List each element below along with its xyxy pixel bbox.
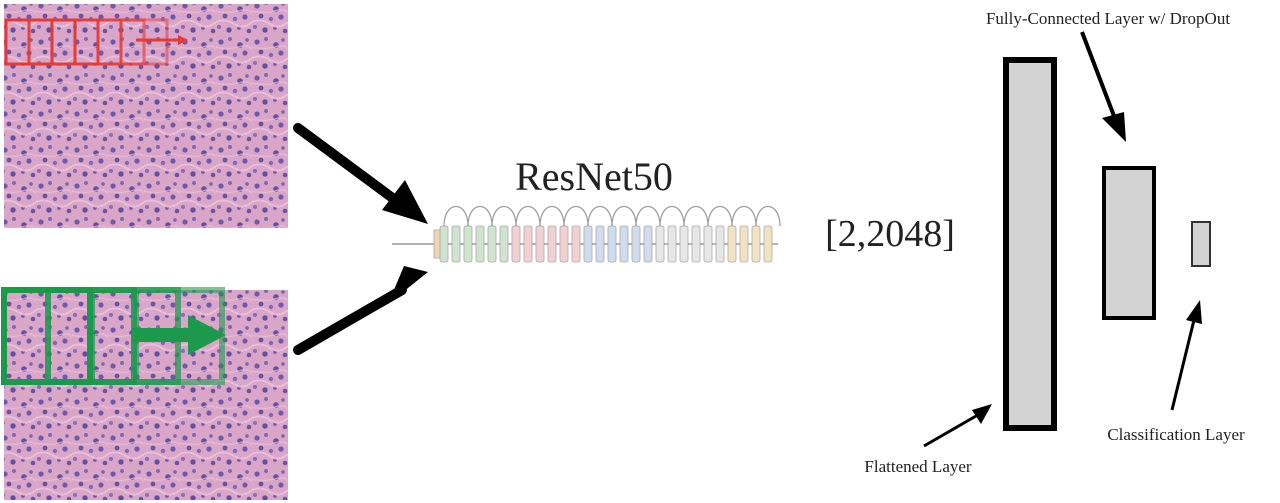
resnet-block xyxy=(715,225,725,263)
resnet-block xyxy=(727,225,737,263)
skip-connection-arc xyxy=(443,206,469,227)
skip-connection-arc xyxy=(611,206,637,227)
tissue-tile-bottom xyxy=(4,290,288,500)
resnet-block xyxy=(511,225,521,263)
green-direction-arrow xyxy=(132,315,226,355)
sliding-window-frame xyxy=(119,18,169,66)
fc-pointer-arrow xyxy=(1080,31,1126,142)
resnet-block xyxy=(655,225,665,263)
classification-pointer-arrow xyxy=(1170,300,1202,411)
resnet-block xyxy=(547,225,557,263)
resnet-block xyxy=(439,225,449,263)
skip-connection-arc xyxy=(563,206,589,227)
resnet-block xyxy=(559,225,569,263)
resnet-block xyxy=(571,225,581,263)
resnet-block xyxy=(679,225,689,263)
resnet-block xyxy=(631,225,641,263)
skip-connection-arc xyxy=(683,206,709,227)
skip-connection-arc xyxy=(491,206,517,227)
flattened-layer xyxy=(1003,57,1057,431)
fc-dropout-label: Fully-Connected Layer w/ DropOut xyxy=(986,9,1230,28)
resnet-block xyxy=(607,225,617,263)
tissue-tile-top xyxy=(4,4,288,228)
model-name-label: ResNet50 xyxy=(515,154,673,199)
feature-shape-label: [2,2048] xyxy=(825,213,955,255)
resnet-block xyxy=(763,225,773,263)
input-arrow-bottom xyxy=(293,266,428,355)
skip-connection-arc xyxy=(707,206,733,227)
skip-connection-arc xyxy=(467,206,493,227)
fully-connected-layer xyxy=(1102,166,1156,320)
skip-connection-arc xyxy=(587,206,613,227)
red-sliding-window-icon xyxy=(4,18,169,66)
skip-connection-arc xyxy=(635,206,661,227)
resnet-block xyxy=(667,225,677,263)
input-arrow-top xyxy=(293,123,428,224)
resnet-block xyxy=(595,225,605,263)
resnet-block xyxy=(619,225,629,263)
resnet-block xyxy=(451,225,461,263)
resnet-block xyxy=(691,225,701,263)
skip-connection-arc xyxy=(731,206,757,227)
skip-connection-arc xyxy=(659,206,685,227)
resnet-block xyxy=(499,225,509,263)
skip-connection-arc xyxy=(755,206,781,227)
resnet-block xyxy=(703,225,713,263)
resnet-block xyxy=(535,225,545,263)
resnet-block xyxy=(739,225,749,263)
skip-connection-arc xyxy=(515,206,541,227)
resnet-block xyxy=(751,225,761,263)
resnet-block xyxy=(475,225,485,263)
resnet-architecture-icon xyxy=(392,206,781,263)
resnet-stem-block xyxy=(433,229,441,259)
flattened-layer-label: Flattened Layer xyxy=(864,457,971,476)
resnet-block xyxy=(583,225,593,263)
flattened-pointer-arrow xyxy=(923,404,992,448)
classification-layer xyxy=(1191,221,1211,267)
classification-layer-label: Classification Layer xyxy=(1107,425,1245,444)
resnet-block xyxy=(643,225,653,263)
resnet-block xyxy=(487,225,497,263)
skip-connection-arc xyxy=(539,206,565,227)
resnet-block xyxy=(463,225,473,263)
resnet-block xyxy=(523,225,533,263)
